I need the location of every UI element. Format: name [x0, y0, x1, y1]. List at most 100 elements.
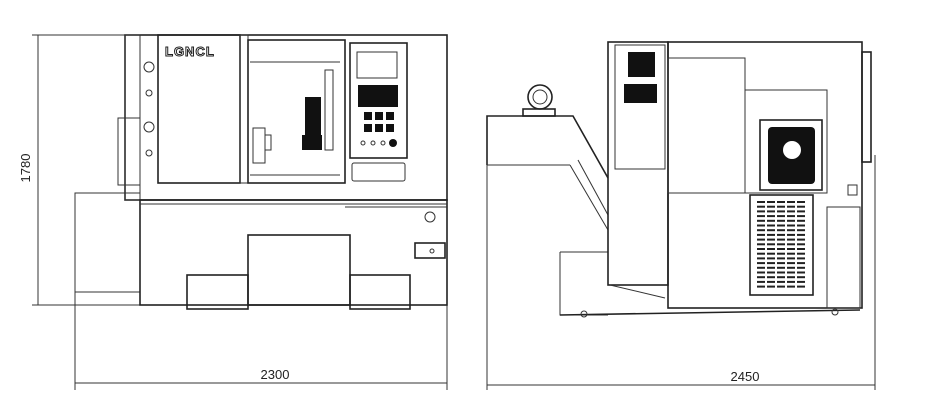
vent-slot: [787, 229, 795, 232]
chip-conveyor: [486, 115, 609, 179]
vent-slot: [767, 243, 775, 246]
vent-slot: [777, 276, 785, 279]
vent-slot: [757, 238, 765, 241]
vent-slot: [787, 252, 795, 255]
vent-slot: [767, 271, 775, 274]
vent-slot: [757, 215, 765, 218]
vent-slot: [777, 285, 785, 288]
vent-slot: [767, 266, 775, 269]
vent-slot: [757, 280, 765, 283]
vent-slot: [777, 229, 785, 232]
vent-slot: [777, 252, 785, 255]
vent-slot: [767, 215, 775, 218]
vent-slot: [797, 238, 805, 241]
vent-slot: [767, 201, 775, 203]
right-foot-box: [349, 274, 411, 310]
vent-slot: [757, 266, 765, 269]
vent-slot: [757, 248, 765, 250]
vent-slot: [767, 224, 775, 227]
vent-slot: [757, 210, 765, 213]
vent-slot: [767, 210, 775, 213]
vent-slot: [797, 201, 805, 203]
vent-slot: [767, 219, 775, 222]
vent-slot: [757, 233, 765, 236]
vent-slot: [777, 266, 785, 269]
side-view: 2450: [486, 41, 876, 390]
machine-base: [139, 199, 448, 306]
vent-slot: [767, 205, 775, 208]
vent-slot: [757, 205, 765, 208]
vent-grille: [749, 194, 814, 296]
vent-slot: [757, 276, 765, 279]
vent-slot: [767, 280, 775, 283]
vent-slot: [777, 210, 785, 213]
vent-slot: [787, 238, 795, 241]
vent-slot: [787, 224, 795, 227]
vent-slot: [777, 243, 785, 246]
vent-slot: [797, 229, 805, 232]
depth-dimension-label: 2450: [731, 369, 760, 384]
vent-slot: [777, 224, 785, 227]
vent-slot: [787, 210, 795, 213]
vent-slot: [757, 271, 765, 274]
vent-slot: [777, 219, 785, 222]
cnc-screen: [356, 51, 398, 79]
vent-slot: [797, 257, 805, 260]
center-cover: [247, 234, 351, 306]
vent-slot: [797, 224, 805, 227]
vent-slot: [777, 280, 785, 283]
vent-slot: [797, 280, 805, 283]
chuck: [252, 127, 266, 164]
side-box: [117, 117, 141, 186]
vent-slot: [797, 266, 805, 269]
depth-dimension: 2450: [486, 155, 876, 390]
machining-window: [247, 39, 346, 184]
switch-box: [414, 242, 446, 259]
turret: [305, 97, 321, 137]
vent-slot: [797, 271, 805, 274]
vent-slot: [777, 248, 785, 250]
conveyor-motor: [527, 84, 553, 110]
rear-plate: [861, 51, 872, 163]
vent-slot: [787, 280, 795, 283]
vent-slot: [787, 276, 795, 279]
vent-slot: [787, 205, 795, 208]
vent-slot: [787, 266, 795, 269]
vent-slot: [757, 243, 765, 246]
vent-slot: [757, 262, 765, 265]
rear-box: [826, 206, 861, 309]
vent-slot: [757, 285, 765, 288]
vent-slot: [797, 215, 805, 218]
keypad: [364, 112, 394, 132]
vent-slot: [757, 201, 765, 203]
vent-slot: [797, 210, 805, 213]
vent-slot: [757, 219, 765, 222]
vent-slot: [787, 262, 795, 265]
vent-slot: [787, 257, 795, 260]
vent-slot: [777, 257, 785, 260]
vent-slot: [777, 205, 785, 208]
vent-slot: [757, 224, 765, 227]
vent-slot: [797, 205, 805, 208]
brand-logo: LGNCL: [165, 44, 215, 59]
vent-slot: [797, 219, 805, 222]
vent-slot: [787, 243, 795, 246]
height-dimension: 1780: [18, 34, 140, 306]
control-panel: [349, 42, 408, 159]
vent-slot: [787, 219, 795, 222]
coolant-tank: [74, 192, 141, 293]
vent-slot: [797, 285, 805, 288]
column-panel: [607, 41, 669, 286]
vent-slot: [777, 201, 785, 203]
vent-slot: [777, 238, 785, 241]
vent-slot: [787, 248, 795, 250]
vent-slot: [767, 285, 775, 288]
vent-slot: [767, 248, 775, 250]
vent-slot: [767, 229, 775, 232]
vent-slot: [797, 252, 805, 255]
vent-slot: [757, 229, 765, 232]
vent-slot: [797, 233, 805, 236]
vent-slot: [767, 262, 775, 265]
vent-window-bottom: [624, 84, 657, 103]
